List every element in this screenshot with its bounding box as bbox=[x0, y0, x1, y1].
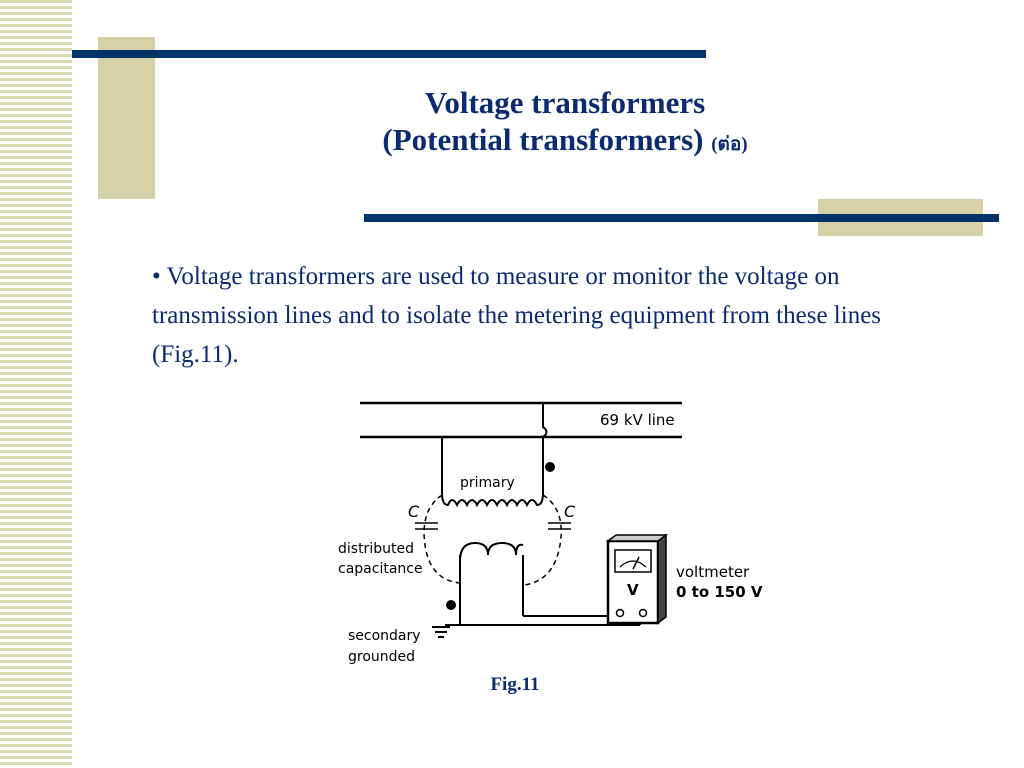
voltmeter-side bbox=[657, 533, 667, 625]
secondary-label-2: grounded bbox=[348, 649, 415, 665]
primary-label: primary bbox=[460, 475, 515, 491]
primary-lead-right bbox=[542, 403, 548, 493]
primary-winding bbox=[441, 492, 544, 508]
voltmeter-terminal-left bbox=[615, 608, 625, 618]
distributed-label-2: capacitance bbox=[338, 561, 423, 577]
voltmeter-needle bbox=[632, 556, 640, 570]
title-line-2: (Potential transformers) (ต่อ) bbox=[300, 121, 830, 163]
polarity-dot-primary bbox=[545, 462, 555, 472]
voltmeter-scale bbox=[619, 560, 647, 568]
voltmeter-terminal-right bbox=[638, 608, 648, 618]
line-label: 69 kV line bbox=[600, 411, 675, 429]
voltmeter-label-1: voltmeter bbox=[676, 563, 750, 581]
slide-title: Voltage transformers (Potential transfor… bbox=[300, 84, 830, 163]
circuit-diagram: 69 kV line primary C C V distributed cap… bbox=[338, 401, 763, 665]
decorative-bar-right bbox=[364, 214, 999, 222]
secondary-label-1: secondary bbox=[348, 628, 421, 644]
distributed-label-1: distributed bbox=[338, 541, 414, 557]
figure-caption: Fig.11 bbox=[490, 674, 540, 695]
voltmeter-symbol: V bbox=[627, 581, 639, 599]
title-line-2-text: (Potential transformers) bbox=[382, 122, 704, 157]
decorative-block-top bbox=[98, 37, 155, 199]
bullet-text: • Voltage transformers are used to measu… bbox=[152, 263, 882, 368]
title-suffix: (ต่อ) bbox=[711, 134, 748, 155]
decorative-bar-top bbox=[72, 50, 706, 58]
title-line-1: Voltage transformers bbox=[424, 85, 706, 120]
voltmeter-label-2: 0 to 150 V bbox=[676, 583, 763, 601]
cap-left-label: C bbox=[408, 502, 420, 521]
secondary-winding bbox=[459, 541, 524, 562]
polarity-dot-secondary bbox=[446, 600, 456, 610]
decorative-stripes bbox=[0, 0, 72, 768]
cap-right-label: C bbox=[564, 502, 576, 521]
voltmeter-top bbox=[605, 534, 669, 542]
capacitance-loop bbox=[423, 494, 562, 586]
